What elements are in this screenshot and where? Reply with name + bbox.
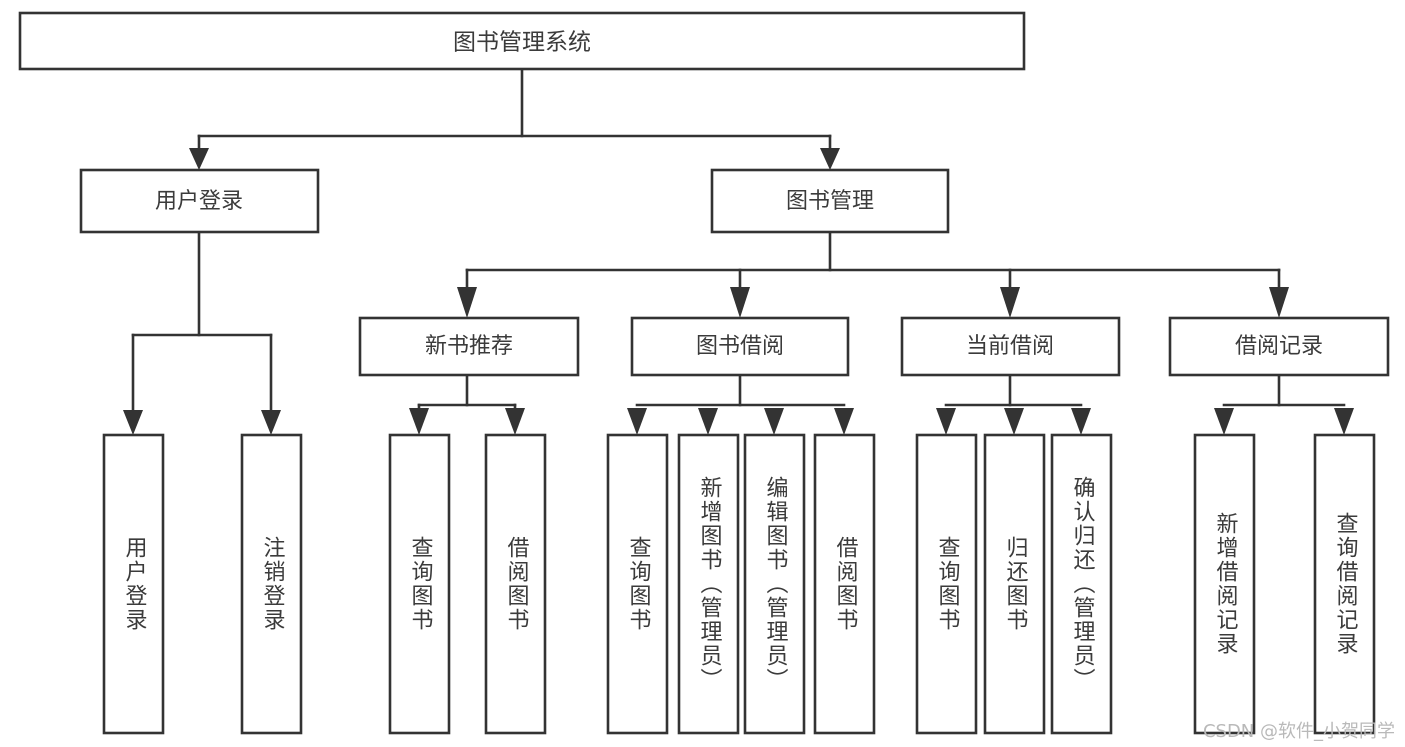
node-borrow-record-box[interactable] (1168, 316, 1390, 377)
arrow-head-current-borrow (1000, 287, 1020, 318)
arrow-head-leaf-query-record (1334, 408, 1354, 435)
leaf-box-add-record[interactable] (1193, 433, 1256, 735)
arrow-head-leaf-return-book (1004, 408, 1024, 435)
connector-new-book-recommend-to-leaves (409, 373, 525, 435)
arrow-head-borrow-record (1269, 287, 1289, 318)
leaf-box-query-book-1[interactable] (388, 433, 451, 735)
node-new-book-recommend-label: 新书推荐 (425, 334, 513, 359)
node-user-login-label: 用户登录 (155, 189, 243, 214)
leaf-box-user-logout[interactable] (240, 433, 303, 735)
leaf-box-borrow-book-1[interactable] (484, 433, 547, 735)
node-new-book-recommend[interactable]: 新书推荐 (358, 316, 580, 377)
node-current-borrow-box[interactable] (900, 316, 1121, 377)
node-new-book-recommend-box[interactable] (358, 316, 580, 377)
leaf-box-add-book[interactable] (677, 433, 740, 735)
arrow-head-leaf-borrow-book-1 (505, 408, 525, 435)
node-book-manage-box[interactable] (710, 168, 950, 234)
leaf-box-query-record[interactable] (1313, 433, 1376, 735)
arrow-head-book-manage (820, 148, 840, 170)
node-book-borrow-box[interactable] (630, 316, 850, 377)
node-borrow-record[interactable]: 借阅记录 (1168, 316, 1390, 377)
node-user-login-box[interactable] (79, 168, 320, 234)
arrow-head-leaf-user-login (123, 410, 143, 435)
leaf-box-edit-book[interactable] (743, 433, 806, 735)
arrow-head-leaf-query-book-1 (409, 408, 429, 435)
node-borrow-record-label: 借阅记录 (1235, 334, 1323, 359)
arrow-head-leaf-query-book-3 (936, 408, 956, 435)
leaf-box-query-book-3[interactable] (915, 433, 978, 735)
node-book-manage-label: 图书管理 (786, 189, 874, 214)
arrow-head-leaf-edit-book (764, 408, 784, 435)
connector-book-manage-to-level3 (457, 230, 1289, 318)
connector-root-to-level2 (189, 67, 840, 170)
leaf-box-query-book-2[interactable] (606, 433, 669, 735)
watermark-text: CSDN @软件_小贺同学 (1202, 721, 1395, 742)
connector-book-borrow-to-leaves (627, 373, 854, 435)
leaf-box-return-book[interactable] (983, 433, 1046, 735)
arrow-head-leaf-query-book-2 (627, 408, 647, 435)
node-book-borrow[interactable]: 图书借阅 (630, 316, 850, 377)
leaf-box-confirm-return[interactable] (1050, 433, 1113, 735)
leaf-box-user-login[interactable] (102, 433, 165, 735)
node-current-borrow[interactable]: 当前借阅 (900, 316, 1121, 377)
node-root[interactable]: 图书管理系统 (18, 11, 1026, 71)
node-root-box[interactable] (18, 11, 1026, 71)
arrow-head-user-login (189, 148, 209, 170)
connector-current-borrow-to-leaves (936, 373, 1091, 435)
connector-borrow-record-to-leaves (1214, 373, 1354, 435)
arrow-head-leaf-add-record (1214, 408, 1234, 435)
arrow-head-leaf-confirm-return (1071, 408, 1091, 435)
node-user-login[interactable]: 用户登录 (79, 168, 320, 234)
arrow-head-leaf-user-logout (261, 410, 281, 435)
leaf-boxes-group (102, 433, 1376, 735)
leaf-box-borrow-book-2[interactable] (813, 433, 876, 735)
arrow-head-leaf-borrow-book-2 (834, 408, 854, 435)
connector-user-login-to-leaves (123, 230, 281, 435)
node-book-manage[interactable]: 图书管理 (710, 168, 950, 234)
arrow-head-book-borrow (730, 287, 750, 318)
arrow-head-leaf-add-book (698, 408, 718, 435)
node-book-borrow-label: 图书借阅 (696, 334, 784, 359)
arrow-head-new-book-recommend (457, 287, 477, 318)
node-root-label: 图书管理系统 (453, 30, 591, 56)
node-current-borrow-label: 当前借阅 (966, 334, 1054, 359)
